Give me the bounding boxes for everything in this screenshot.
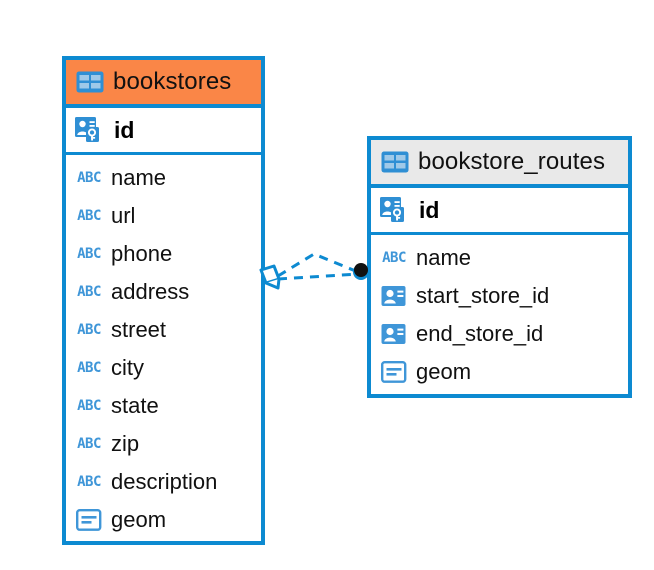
foreign-key-icon [381, 284, 407, 308]
entity-bookstores[interactable]: bookstores id [62, 56, 265, 545]
field-row-name[interactable]: ABC name [66, 159, 261, 197]
field-label-start-store-id: start_store_id [416, 283, 550, 308]
field-row-state[interactable]: ABC state [66, 387, 261, 425]
field-label-description: description [111, 469, 218, 494]
field-row-primary-key[interactable]: id [371, 188, 628, 235]
field-row-name[interactable]: ABC name [371, 239, 628, 277]
field-label-address: address [111, 279, 190, 304]
field-label-end-store-id: end_store_id [416, 321, 544, 346]
abc-icon: ABC [77, 398, 101, 414]
field-label-city: city [111, 355, 144, 380]
field-label-zip: zip [111, 431, 140, 456]
abc-icon: ABC [77, 208, 101, 224]
entity-header-bookstore-routes[interactable]: bookstore_routes [371, 140, 628, 188]
field-row-zip[interactable]: ABC zip [66, 425, 261, 463]
field-row-description[interactable]: ABC description [66, 463, 261, 501]
field-list-bookstores: ABC name ABC url ABC phone ABC [66, 155, 261, 539]
entity-bookstore-routes[interactable]: bookstore_routes id [367, 136, 632, 398]
primary-key-icon [380, 196, 410, 224]
relationship-line-lower [277, 272, 359, 281]
entity-header-bookstores[interactable]: bookstores [66, 60, 261, 108]
abc-icon: ABC [77, 284, 101, 300]
geometry-icon [381, 360, 407, 384]
field-label-id: id [114, 116, 135, 143]
field-row-start-store-id[interactable]: start_store_id [371, 277, 628, 315]
field-list-bookstore-routes: ABC name start_store_id [371, 235, 628, 391]
relationship-connector[interactable] [258, 246, 370, 308]
field-label-phone: phone [111, 241, 173, 266]
relationship-line-upper [277, 252, 359, 278]
abc-icon: ABC [77, 246, 101, 262]
primary-key-icon [75, 116, 105, 144]
field-label-geom: geom [111, 507, 167, 532]
field-label-state: state [111, 393, 159, 418]
table-icon [381, 150, 409, 174]
field-label-id: id [419, 196, 440, 223]
abc-icon: ABC [77, 436, 101, 452]
field-label-url: url [111, 203, 136, 228]
field-row-primary-key[interactable]: id [66, 108, 261, 155]
table-icon [76, 70, 104, 94]
geometry-icon [76, 508, 102, 532]
entity-title-bookstores: bookstores [113, 68, 232, 95]
field-row-phone[interactable]: ABC phone [66, 235, 261, 273]
field-label-name: name [111, 165, 167, 190]
field-row-address[interactable]: ABC address [66, 273, 261, 311]
field-label-name: name [416, 245, 472, 270]
field-label-street: street [111, 317, 167, 342]
abc-icon: ABC [77, 322, 101, 338]
field-row-geom[interactable]: geom [371, 353, 628, 391]
abc-icon: ABC [77, 170, 101, 186]
abc-icon: ABC [77, 360, 101, 376]
field-row-url[interactable]: ABC url [66, 197, 261, 235]
field-row-end-store-id[interactable]: end_store_id [371, 315, 628, 353]
entity-title-bookstore-routes: bookstore_routes [418, 148, 606, 175]
abc-icon: ABC [382, 250, 406, 266]
field-row-street[interactable]: ABC street [66, 311, 261, 349]
field-row-geom[interactable]: geom [66, 501, 261, 539]
field-label-geom: geom [416, 359, 472, 384]
foreign-key-icon [381, 322, 407, 346]
abc-icon: ABC [77, 474, 101, 490]
field-row-city[interactable]: ABC city [66, 349, 261, 387]
